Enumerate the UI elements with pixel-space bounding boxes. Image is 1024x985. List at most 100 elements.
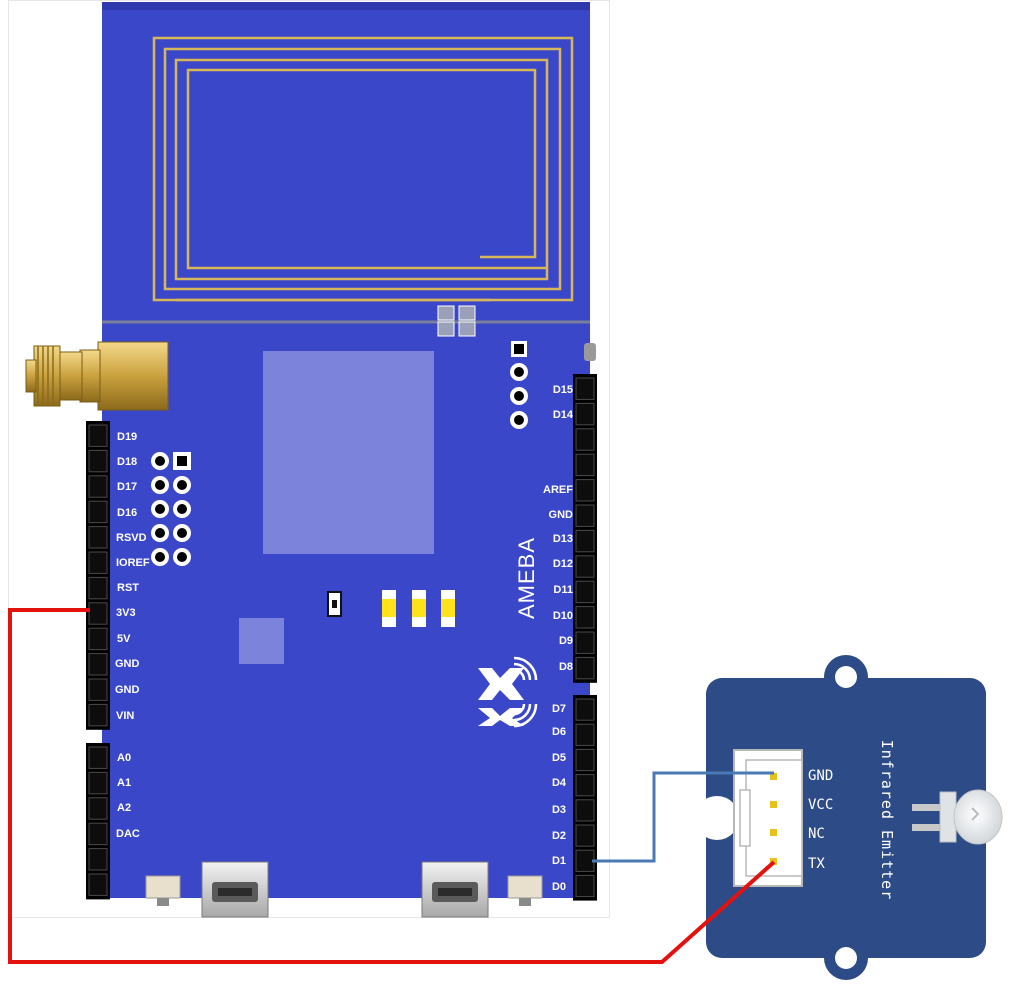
pin-label-dac: DAC (116, 828, 140, 840)
left-header-pin-socket (88, 424, 108, 447)
left-header-housing (86, 421, 110, 730)
left-header-pin-socket (88, 449, 108, 473)
ameba-board (25, 2, 597, 918)
module-pin-tx: TX (808, 856, 825, 872)
right-lower-header-pin-socket (575, 799, 595, 822)
left-header-pin-socket (88, 500, 108, 524)
main-chip (263, 351, 434, 554)
realtek-logo-icon (478, 656, 538, 728)
pin-label-d0: D0 (551, 881, 566, 893)
right-upper-header-pin-socket (575, 428, 595, 451)
sma-antenna-connector (25, 341, 169, 411)
right-lower-header-pin-socket (575, 849, 595, 872)
wire-red-3v3-to-vcc (8, 608, 776, 964)
top-right-pin-header (510, 341, 528, 429)
pin-label-d6: D6 (551, 726, 566, 738)
left-pin-header (86, 421, 110, 730)
pin-label-d18: D18 (117, 456, 138, 468)
right-upper-header-pin-socket (575, 555, 595, 578)
pin-label-gnd-2: GND (115, 684, 140, 696)
analog-header-pin-socket (88, 848, 108, 871)
right-upper-pin-header (573, 374, 597, 683)
left-header-pin-socket (88, 551, 108, 574)
mount-hole-left (695, 796, 739, 840)
pin-label-a0: A0 (117, 752, 132, 764)
pin-label-d16: D16 (117, 507, 138, 519)
right-upper-header-pin-socket (575, 580, 595, 604)
right-upper-header-pin-socket (575, 377, 595, 400)
left-header-pin-socket (88, 526, 108, 549)
pin-label-d15: D15 (552, 384, 573, 396)
analog-header-housing (86, 743, 110, 900)
analog-header-pin-socket (88, 771, 108, 795)
pin-label-d7: D7 (551, 703, 566, 715)
analog-header-pin-socket (88, 797, 108, 820)
right-upper-header-pin-socket (575, 656, 595, 680)
right-upper-header-pin-socket (575, 631, 595, 654)
pin-label-d19: D19 (117, 431, 138, 443)
module-pin-vcc: VCC (808, 797, 834, 813)
mount-hole-bottom-inner (835, 947, 857, 969)
right-upper-header-pin-socket (575, 402, 595, 426)
wire-blue-d1-to-gnd (592, 771, 774, 863)
left-header-pin-socket (88, 653, 108, 676)
left-header-pin-socket (88, 576, 108, 600)
analog-header-pin-socket (88, 746, 108, 769)
pin-label-gnd-right: GND (548, 509, 573, 521)
pin-label-d17: D17 (117, 481, 138, 493)
pin-label-d1: D1 (551, 855, 566, 867)
right-upper-header-pin-socket (575, 606, 595, 629)
pin-label-d9: D9 (558, 635, 573, 647)
right-lower-pin-header (573, 695, 597, 901)
small-chip (239, 618, 284, 664)
right-upper-header-pin-socket (575, 529, 595, 553)
analog-pin-header (86, 743, 110, 900)
right-upper-header-pin-socket (575, 479, 595, 502)
pin-label-rst: RST (117, 582, 139, 594)
dual-pin-header (151, 452, 191, 566)
pin-label-gnd-1: GND (115, 658, 140, 670)
smd-pads (437, 305, 476, 337)
right-lower-header-pin-socket (575, 698, 595, 721)
right-lower-header-pin-socket (575, 824, 595, 847)
board-brand-label: AMEBA (514, 536, 539, 620)
pin-label-3v3: 3V3 (116, 607, 136, 619)
nfc-antenna-coil (152, 36, 574, 302)
module-pin-nc: NC (808, 826, 825, 842)
module-pin-gnd: GND (808, 768, 834, 784)
left-header-pin-socket (88, 678, 108, 701)
right-upper-header-pin-socket (575, 504, 595, 527)
pin-label-d14: D14 (552, 409, 573, 421)
pin-label-vin: VIN (116, 710, 135, 722)
analog-header-pin-socket (88, 873, 108, 896)
pin-label-ioref: IOREF (116, 557, 150, 569)
pin-label-d13: D13 (552, 533, 573, 545)
left-header-pin-socket (88, 602, 108, 625)
left-header-pin-socket (88, 475, 108, 498)
right-lower-header-pin-socket (575, 723, 595, 746)
pin-label-rsvd: RSVD (116, 532, 147, 544)
right-upper-header-housing (573, 374, 597, 683)
analog-header-pin-socket (88, 822, 108, 846)
mount-hole-top-inner (835, 666, 857, 688)
button-right (507, 875, 543, 906)
ir-emitter-module (695, 655, 1024, 985)
pin-label-a1: A1 (117, 777, 132, 789)
usb-connector-right (421, 861, 489, 918)
ir-led-icon (912, 789, 1003, 845)
left-header-pin-socket (88, 627, 108, 651)
pin-label-a2: A2 (117, 802, 132, 814)
board-top-edge-shade (102, 2, 590, 10)
pin-label-d4: D4 (551, 777, 566, 789)
right-upper-header-pin-socket (575, 453, 595, 477)
right-lower-header-pin-socket (575, 748, 595, 772)
pin-label-d3: D3 (551, 804, 566, 816)
pin-label-d8: D8 (558, 661, 573, 673)
right-lower-header-pin-socket (575, 774, 595, 797)
right-lower-header-pin-socket (575, 874, 595, 898)
pin-label-aref: AREF (543, 484, 573, 496)
pin-label-d5: D5 (551, 752, 566, 764)
pin-label-d2: D2 (551, 830, 566, 842)
